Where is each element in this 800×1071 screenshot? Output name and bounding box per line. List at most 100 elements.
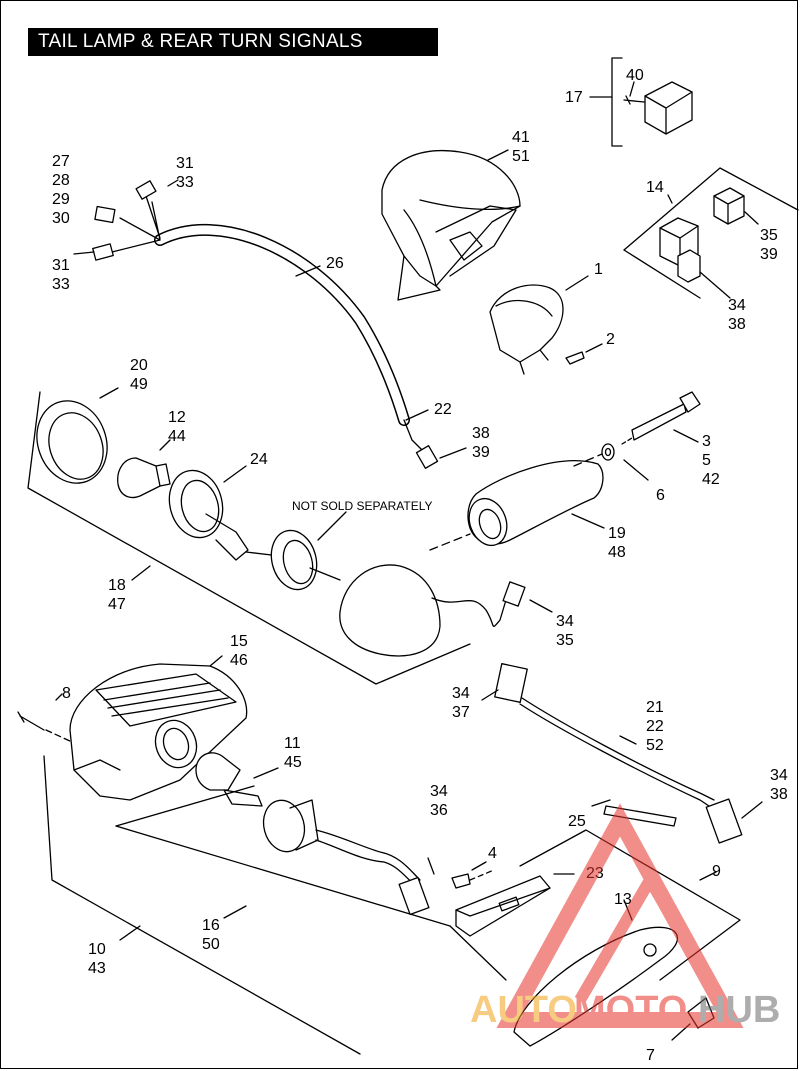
callout-line: 34	[556, 613, 574, 630]
callout-line: 44	[168, 428, 186, 445]
harness-21	[481, 663, 763, 844]
callout-line: 34	[728, 297, 746, 314]
callout-line: 29	[52, 191, 70, 208]
callout-line: 2	[606, 331, 615, 348]
callout-line: 49	[130, 376, 148, 393]
callout-line: 13	[614, 891, 632, 908]
callout-line: 26	[326, 255, 344, 272]
callout-line: 47	[108, 596, 126, 613]
callout-line: 42	[702, 471, 720, 488]
watermark-hub: HUB	[698, 989, 780, 1031]
callout-line: 43	[88, 960, 106, 977]
socket-24	[168, 465, 281, 561]
turn-signal-housing-19	[429, 391, 701, 551]
callout-line: 18	[108, 577, 126, 594]
callout-line: 14	[646, 179, 664, 196]
not-sold-separately-note: NOT SOLD SEPARATELY	[292, 499, 432, 513]
callout-6: 6	[656, 487, 665, 504]
callout-line: 22	[646, 718, 664, 735]
callout-line: 3	[702, 433, 711, 450]
callout-line: 31	[52, 257, 70, 274]
callout-line: 33	[52, 276, 70, 293]
callout-line: 39	[760, 246, 778, 263]
grommet	[270, 511, 347, 591]
callout-line: 38	[472, 425, 490, 442]
callout-line: 48	[608, 544, 626, 561]
callout-8: 8	[62, 685, 71, 702]
callout-line: 20	[130, 357, 148, 374]
tail-lamp-housing-15	[17, 655, 248, 801]
callout-14: 14	[646, 179, 664, 196]
callout-line: 7	[646, 1047, 655, 1064]
relay-inset	[589, 57, 693, 147]
assembly-outlines	[43, 755, 507, 1055]
callout-line: 11	[284, 735, 301, 752]
strip-25	[591, 799, 677, 827]
callout-line: 38	[770, 786, 788, 803]
callout-9: 9	[712, 863, 721, 880]
callout-1: 1	[594, 261, 603, 278]
callout-line: 52	[646, 737, 664, 754]
callout-line: 17	[565, 89, 583, 106]
bracket-23	[451, 861, 575, 937]
bulb-11	[195, 752, 279, 807]
callout-line: 12	[168, 409, 186, 426]
callout-line: 16	[202, 917, 220, 934]
turn-signal-lens	[339, 564, 553, 657]
callout-line: 25	[568, 813, 586, 830]
bulb-12	[117, 439, 171, 499]
relay-group-14	[623, 167, 799, 299]
page-title: TAIL LAMP & REAR TURN SIGNALS	[28, 28, 438, 56]
callout-line: 40	[626, 67, 644, 84]
callout-line: 36	[430, 802, 448, 819]
callout-line: 5	[702, 452, 711, 469]
callout-line: 21	[646, 699, 664, 716]
callout-21-22-52: 21 22 52	[646, 699, 664, 754]
socket-1	[489, 275, 603, 375]
turn-signal-assembly-outline	[27, 391, 471, 685]
callout-line: 22	[434, 401, 452, 418]
callout-3-5-42: 3 5 42	[702, 433, 720, 488]
callout-line: 46	[230, 652, 248, 669]
callout-24: 24	[250, 451, 268, 468]
callout-line: 37	[452, 704, 470, 721]
callout-4: 4	[488, 845, 497, 862]
callout-line: 33	[176, 174, 194, 191]
callout-line: 28	[52, 172, 70, 189]
callout-line: 6	[656, 487, 665, 504]
callout-line: 51	[512, 148, 530, 165]
callout-line: 41	[512, 129, 530, 146]
watermark-auto: AUTO	[470, 989, 577, 1031]
callout-line: 8	[62, 685, 71, 702]
callout-line: 39	[472, 444, 490, 461]
callout-line: 15	[230, 633, 248, 650]
callout-line: 50	[202, 936, 220, 953]
callout-22-top: 22	[434, 401, 452, 418]
lens-ring-20	[36, 387, 119, 484]
callout-40: 40	[626, 67, 644, 84]
callout-line: 45	[284, 754, 302, 771]
callout-line: 34	[770, 767, 788, 784]
callout-line: 9	[712, 863, 721, 880]
callout-line: 35	[760, 227, 778, 244]
